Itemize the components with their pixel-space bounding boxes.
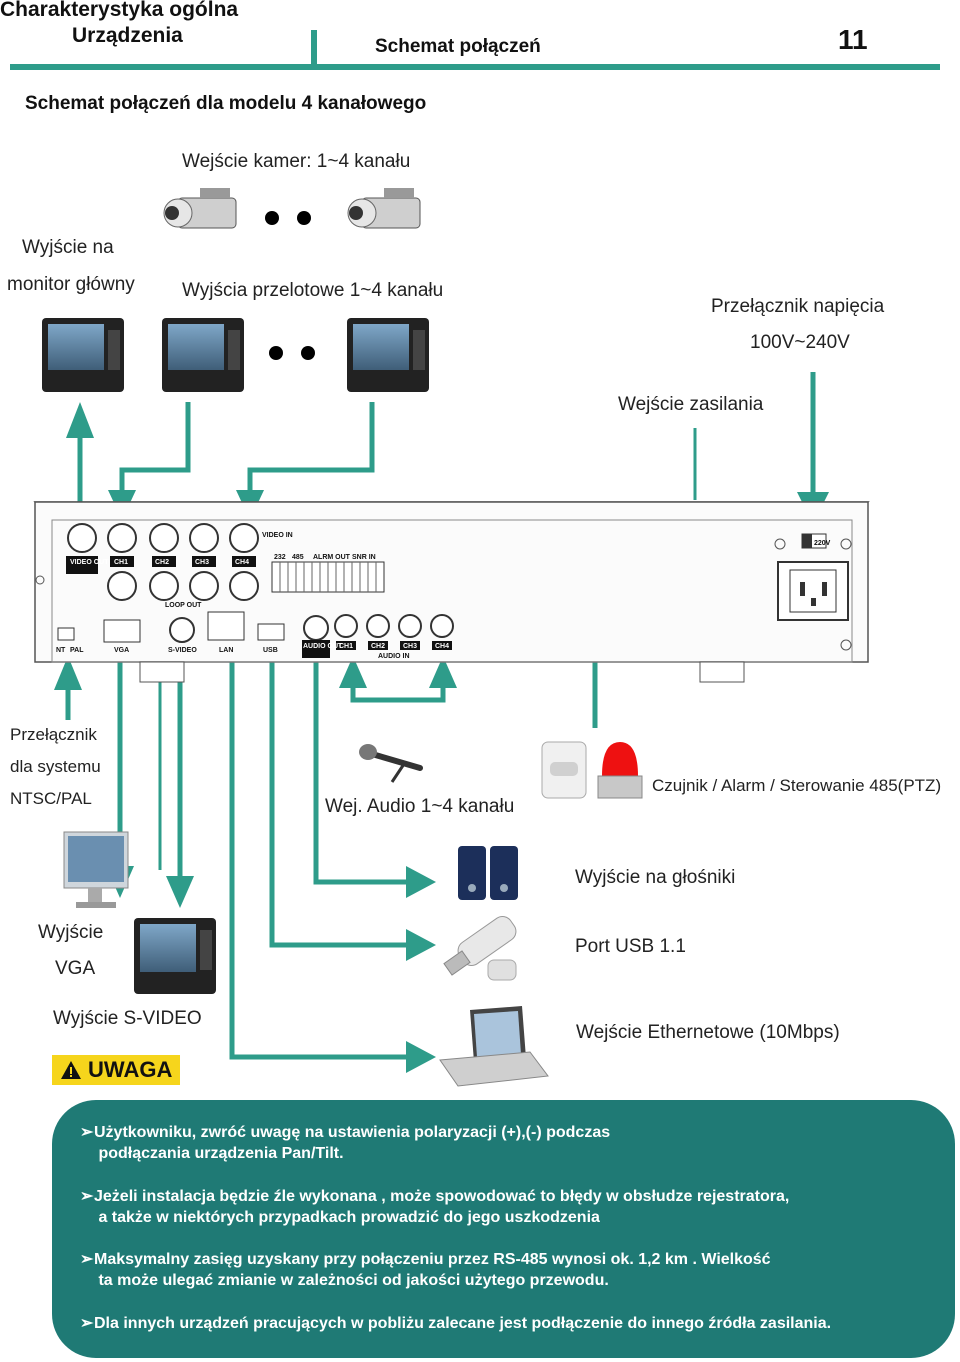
label-main-monitor-line1: Wyjście na (22, 237, 114, 258)
label-voltage-switch-line1: Przełącznik napięcia (711, 296, 885, 317)
alarm-light-icon (597, 742, 643, 799)
camera-icon (163, 188, 237, 229)
arrow-bullet-icon: ➢ (80, 1251, 94, 1268)
dvr-rear-panel (33, 501, 870, 683)
panel-label-usb: USB (263, 647, 278, 654)
warning-label: UWAGA (88, 1057, 173, 1082)
label-voltage-switch-line2: 100V~240V (750, 332, 850, 353)
label-camera-input: Wejście kamer: 1~4 kanału (182, 151, 411, 172)
panel-label-audio-ch1: CH1 (339, 643, 353, 650)
panel-label-485: 485 (292, 554, 304, 561)
label-vga-line1: Wyjście (38, 922, 104, 943)
label-system-switch-line2: dla systemu (10, 757, 101, 776)
panel-label-snr-in: SNR IN (352, 554, 376, 561)
label-speakers: Wyjście na głośniki (575, 867, 736, 888)
panel-label-audio-out: AUDIO OUT (303, 643, 343, 650)
panel-label-ch1: CH1 (114, 559, 128, 566)
warning-notes-box (52, 1100, 955, 1358)
panel-labels: VIDEO OUT VIDEO IN CH1 CH2 CH3 CH4 LOOP … (56, 532, 831, 660)
panel-label-lan: LAN (219, 647, 233, 654)
panel-label-svideo: S-VIDEO (168, 647, 197, 654)
crt-monitor-icon (42, 318, 124, 392)
label-main-monitor-line2: monitor główny (7, 274, 135, 295)
panel-label-232: 232 (274, 554, 286, 561)
label-power-input: Wejście zasilania (618, 394, 764, 415)
panel-label-video-out: VIDEO OUT (70, 559, 109, 566)
panel-label-audio-ch3: CH3 (403, 643, 417, 650)
header-divider (311, 30, 317, 68)
panel-label-loop-out: LOOP OUT (165, 602, 202, 609)
subsection-title: Schemat połączeń (375, 36, 541, 57)
crt-monitor-icon (134, 918, 216, 994)
panel-label-pal: PAL (70, 647, 84, 654)
label-system-switch-line1: Przełącznik (10, 725, 97, 744)
arrow-bullet-icon: ➢ (80, 1124, 94, 1141)
label-svideo: Wyjście S-VIDEO (53, 1008, 202, 1029)
panel-label-alrm-out: ALRM OUT (313, 554, 351, 561)
crt-monitor-icon (162, 318, 244, 392)
motion-sensor-icon (541, 741, 587, 799)
arrow-bullet-icon: ➢ (80, 1188, 94, 1205)
section-title-line1: Charakterystyka ogólna (0, 0, 239, 21)
label-vga-line2: VGA (55, 958, 96, 979)
label-loop-out: Wyjścia przelotowe 1~4 kanału (182, 280, 444, 301)
warning-item: ➢Maksymalny zasięg uzyskany przy połącze… (80, 1251, 771, 1289)
crt-monitor-icon (347, 318, 429, 392)
lcd-monitor-icon (63, 831, 129, 908)
camera-icon (347, 188, 421, 229)
warning-item: ➢Dla innych urządzeń pracujących w pobli… (80, 1315, 832, 1332)
warning-item: ➢Użytkowniku, zwróć uwagę na ustawienia … (80, 1124, 611, 1162)
label-usb: Port USB 1.1 (575, 936, 686, 957)
panel-label-nt: NT (56, 647, 66, 654)
label-sensor: Czujnik / Alarm / Sterowanie 485(PTZ) (652, 776, 942, 795)
label-system-switch-line3: NTSC/PAL (10, 789, 92, 808)
panel-label-audio-ch2: CH2 (371, 643, 385, 650)
warning-item: ➢Jeżeli instalacja będzie źle wykonana ,… (80, 1188, 790, 1226)
panel-label-ch2: CH2 (155, 559, 169, 566)
panel-label-volt: 220V (814, 540, 831, 547)
panel-label-video-in: VIDEO IN (262, 532, 293, 539)
arrow-bullet-icon: ➢ (80, 1315, 94, 1332)
laptop-icon (439, 1006, 549, 1087)
warning-badge: UWAGA (52, 1055, 180, 1085)
panel-label-audio-ch4: CH4 (435, 643, 449, 650)
panel-label-audio-in: AUDIO IN (378, 653, 410, 660)
label-ethernet: Wejście Ethernetowe (10Mbps) (576, 1022, 840, 1043)
warning-triangle-icon (61, 1061, 81, 1079)
panel-label-vga: VGA (114, 647, 129, 654)
header-rule (10, 64, 940, 70)
label-audio-in: Wej. Audio 1~4 kanału (325, 796, 515, 817)
section-title-line2: Urządzenia (72, 24, 183, 47)
usb-stick-icon (443, 915, 517, 981)
panel-label-ch3: CH3 (195, 559, 209, 566)
diagram-title: Schemat połączeń dla modelu 4 kanałowego (25, 93, 427, 114)
speaker-icon (458, 846, 518, 900)
page-number: 11 (838, 24, 868, 55)
panel-label-ch4: CH4 (235, 559, 249, 566)
microphone-icon (359, 744, 423, 783)
